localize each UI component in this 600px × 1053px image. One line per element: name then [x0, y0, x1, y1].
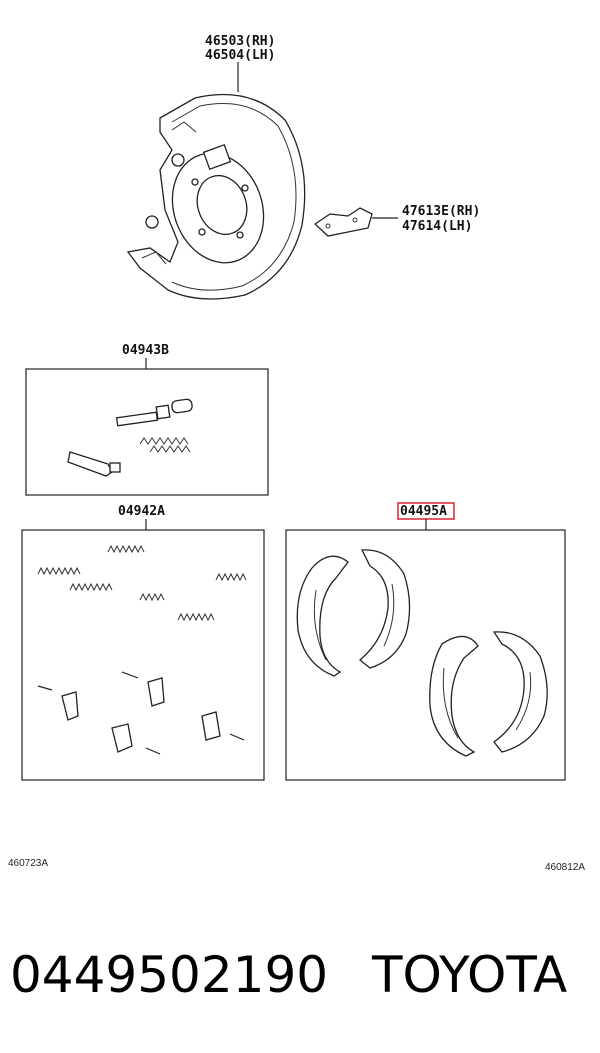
cover-plate-illustration	[313, 207, 398, 237]
callout-backing-plate-lh: 46504(LH)	[205, 48, 275, 63]
figure-code-right: 460812A	[545, 862, 585, 873]
kit-adjusting-box	[25, 368, 269, 496]
part-number: 0449502190	[10, 946, 328, 1004]
callout-plate-rh: 47613E(RH)	[402, 204, 480, 219]
brand-name: TOYOTA	[371, 946, 567, 1004]
brake-shoes-illustration[interactable]	[296, 549, 548, 757]
figure-code-left: 460723A	[8, 858, 48, 869]
backing-plate-illustration	[126, 62, 306, 300]
spring-parts	[37, 544, 247, 755]
kit-springs-box	[21, 529, 265, 781]
adjuster-parts	[67, 398, 193, 477]
callout-plate-lh: 47614(LH)	[402, 219, 472, 234]
callout-kit-adjusting: 04943B	[122, 343, 169, 358]
kit-shoes-box	[285, 529, 566, 781]
callout-kit-shoes[interactable]: 04495A	[400, 504, 447, 519]
callout-kit-springs: 04942A	[118, 504, 165, 519]
callout-backing-plate-rh: 46503(RH)	[205, 34, 275, 49]
